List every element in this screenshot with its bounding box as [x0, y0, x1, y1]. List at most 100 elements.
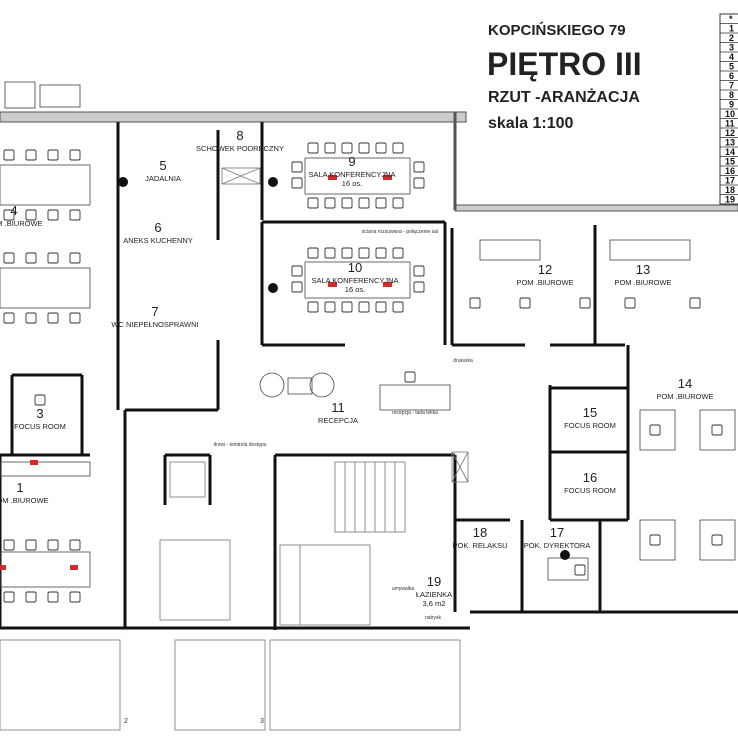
chair	[291, 265, 303, 277]
chair	[3, 539, 15, 551]
chair	[574, 564, 586, 576]
conference-table-10	[304, 261, 411, 299]
chair	[69, 252, 81, 264]
axis-mark: 2	[124, 718, 128, 725]
chair	[392, 197, 404, 209]
legend-row: 5	[729, 62, 734, 72]
desk-block	[479, 239, 541, 261]
chair	[47, 539, 59, 551]
room-name: POK. DYREKTORA	[524, 541, 591, 550]
desk-block	[639, 519, 676, 561]
chair	[689, 297, 701, 309]
chair	[375, 197, 387, 209]
legend-row: 9	[729, 100, 734, 110]
chair	[341, 247, 353, 259]
room-note: 16 os.	[345, 285, 365, 294]
reception-desk-note: recepcja - lada lekka	[392, 410, 438, 416]
chair	[307, 301, 319, 313]
room-name: RECEPCJA	[318, 416, 358, 425]
chairs	[3, 142, 723, 603]
access-door-note: drzwi - kontrola dostępu	[213, 442, 266, 448]
armchair	[259, 372, 285, 398]
room-name: SALA KONFERENCYJNA	[308, 170, 395, 179]
chair	[413, 281, 425, 293]
room-name: POM .BIUROWE	[0, 496, 49, 505]
room-name: POM .BIUROWE	[614, 278, 671, 287]
chair	[307, 142, 319, 154]
conference-table-9	[304, 157, 411, 195]
room-name: POM .BIUROWE	[516, 278, 573, 287]
legend-row: 8	[729, 90, 734, 100]
chair	[375, 142, 387, 154]
chair	[413, 177, 425, 189]
chair	[358, 197, 370, 209]
legend-row: 4	[729, 52, 734, 62]
room-name: WC NIEPEŁNOSPRAWNI	[111, 320, 198, 329]
chair	[291, 281, 303, 293]
desk-block	[609, 239, 691, 261]
plan-subtitle: RZUT -ARANŻACJA	[488, 89, 640, 106]
room-number: 17	[550, 525, 564, 540]
legend-row: 14	[725, 147, 735, 157]
chair	[307, 197, 319, 209]
chair	[358, 247, 370, 259]
chair	[711, 424, 723, 436]
chair	[375, 247, 387, 259]
chair	[47, 209, 59, 221]
legend-row: 16	[725, 166, 735, 176]
reception-desk	[379, 384, 451, 411]
chair	[47, 591, 59, 603]
chair	[358, 142, 370, 154]
chair	[392, 142, 404, 154]
legend-row: 6	[729, 71, 734, 81]
chair	[392, 301, 404, 313]
room-name: FOCUS ROOM	[564, 421, 616, 430]
legend-row: 13	[725, 138, 735, 148]
desk-block	[699, 519, 736, 561]
desk-block	[0, 551, 91, 588]
printer-note: drukarka	[453, 358, 473, 364]
column-markers	[118, 177, 570, 560]
chair	[579, 297, 591, 309]
room-number: 10	[348, 260, 362, 275]
chair	[649, 424, 661, 436]
room-name: FOCUS ROOM	[14, 422, 66, 431]
chair	[69, 539, 81, 551]
room-name: ANEKS KUCHENNY	[123, 236, 193, 245]
desk-block	[0, 461, 91, 477]
desk-block	[639, 409, 676, 451]
room-number: 15	[583, 405, 597, 420]
floor-title: PIĘTRO III	[487, 46, 642, 82]
facade-wall-right	[454, 204, 738, 212]
chair	[25, 591, 37, 603]
chair	[25, 312, 37, 324]
legend-row: 18	[725, 185, 735, 195]
chair	[307, 247, 319, 259]
legend-row: 10	[725, 109, 735, 119]
chair	[25, 539, 37, 551]
chair	[69, 209, 81, 221]
room-number: 18	[473, 525, 487, 540]
chair	[291, 161, 303, 173]
roof-unit	[39, 84, 81, 108]
room-name: POM .BIUROWE	[0, 219, 43, 228]
coffee-table	[287, 377, 313, 395]
chair	[324, 142, 336, 154]
chair	[25, 209, 37, 221]
room-number: 1	[16, 480, 23, 495]
legend-row: 11	[725, 119, 735, 129]
shower-note: natrysk	[425, 615, 442, 621]
chair	[519, 297, 531, 309]
chair	[69, 591, 81, 603]
